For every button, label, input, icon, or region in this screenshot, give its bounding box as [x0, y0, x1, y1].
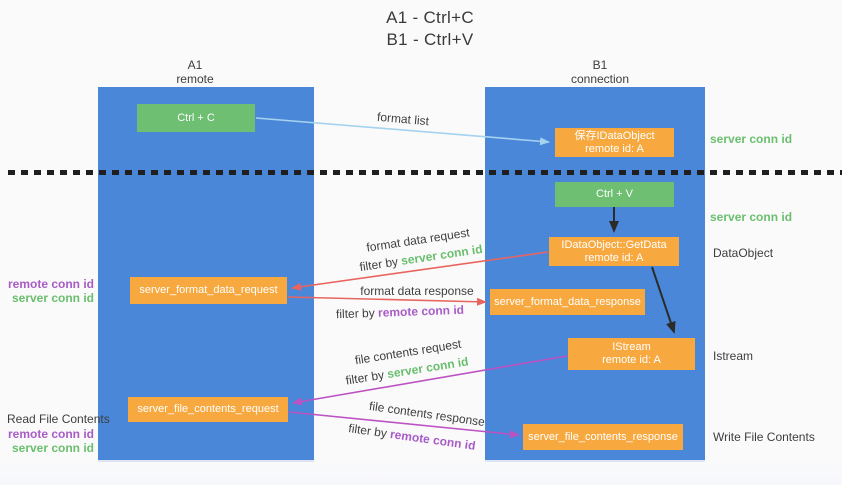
node-save-dataobject: 保存IDataObject remote id: A [555, 128, 674, 157]
node-server-format-data-request: server_format_data_request [130, 277, 287, 304]
node-getdata-line2: remote id: A [584, 251, 644, 264]
node-server-format-data-response: server_format_data_response [490, 289, 645, 315]
diagram-title: A1 - Ctrl+C B1 - Ctrl+V [300, 7, 560, 51]
label-file-contents-response: file contents response [368, 398, 486, 430]
label-server-conn-id-mid: server conn id [710, 210, 793, 224]
title-line-1: A1 - Ctrl+C [386, 8, 474, 27]
label-server-conn-id-left1: server conn id [11, 291, 94, 305]
node-server-file-contents-response-label: server_file_contents_response [528, 430, 678, 443]
label-filter-format-response: filter by remote conn id [336, 303, 464, 321]
node-server-file-contents-request-label: server_file_contents_request [137, 403, 279, 415]
node-ctrl-v: Ctrl + V [555, 182, 674, 207]
label-remote-conn-id-left2: remote conn id [7, 427, 94, 441]
node-getdata: IDataObject::GetData remote id: A [549, 237, 679, 266]
node-server-file-contents-response: server_file_contents_response [523, 424, 683, 450]
node-save-dataobject-line2: remote id: A [585, 142, 644, 155]
node-save-dataobject-line1: 保存IDataObject [574, 129, 655, 142]
label-filter-file-response: filter by remote conn id [348, 421, 477, 453]
label-remote-conn-id-left1: remote conn id [7, 277, 94, 291]
filter-by-text: filter by [358, 254, 399, 275]
remote-conn-id-key: remote conn id [389, 427, 477, 453]
lifeline-header-a1: A1 remote [125, 58, 265, 86]
lifeline-b1-name: B1 [592, 58, 608, 72]
label-server-conn-id-left2: server conn id [11, 441, 94, 455]
label-write-file-contents: Write File Contents [713, 430, 815, 444]
node-ctrl-v-label: Ctrl + V [596, 188, 633, 200]
left-conn-id-block-top: remote conn id server conn id [0, 277, 94, 305]
filter-by-text: filter by [335, 305, 375, 322]
label-server-conn-id-top: server conn id [710, 132, 793, 146]
lifeline-a1-role: remote [176, 72, 214, 86]
dotted-separator-line [8, 170, 842, 175]
lifeline-b1-role: connection [570, 72, 630, 86]
label-format-list: format list [376, 109, 430, 129]
label-read-file-contents: Read File Contents [7, 412, 110, 426]
label-dataobject: DataObject [713, 246, 774, 260]
node-istream: IStream remote id: A [568, 338, 695, 370]
remote-conn-id-key: remote conn id [377, 302, 465, 320]
node-server-format-data-request-label: server_format_data_request [139, 284, 278, 296]
title-line-2: B1 - Ctrl+V [386, 30, 474, 49]
node-getdata-line1: IDataObject::GetData [561, 238, 667, 251]
lifeline-a1-name: A1 [187, 58, 203, 72]
node-ctrl-c-label: Ctrl + C [177, 111, 215, 124]
filter-by-text: filter by [347, 421, 388, 441]
label-format-data-response: format data response [360, 284, 474, 298]
node-server-format-data-response-label: server_format_data_response [494, 295, 641, 308]
node-istream-line2: remote id: A [602, 354, 661, 366]
node-ctrl-c: Ctrl + C [137, 104, 255, 132]
label-istream: Istream [713, 349, 754, 363]
node-istream-line1: IStream [612, 341, 651, 353]
left-conn-id-block-bottom: remote conn id server conn id [0, 427, 94, 455]
node-server-file-contents-request: server_file_contents_request [128, 397, 288, 422]
lifeline-header-b1: B1 connection [530, 58, 670, 86]
filter-by-text: filter by [344, 367, 386, 388]
